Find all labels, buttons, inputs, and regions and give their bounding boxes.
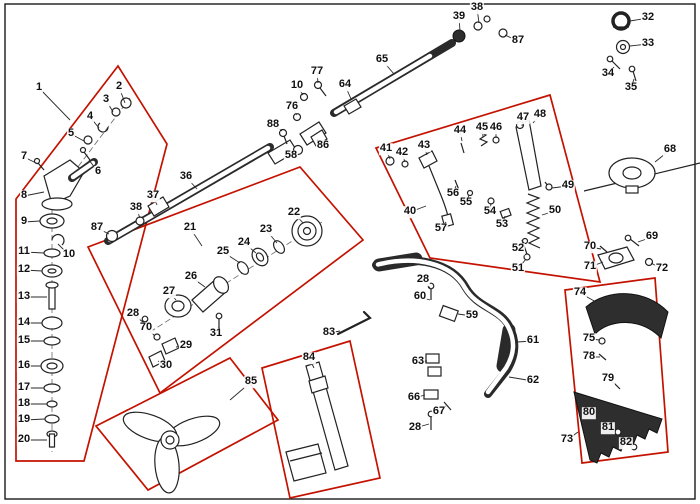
leader-line-87 (504, 34, 519, 42)
leader-line-75 (588, 338, 601, 341)
leader-line-28 (414, 423, 430, 429)
leader-line-50 (541, 210, 556, 216)
leader-line-33 (629, 43, 649, 47)
leader-line-3 (105, 99, 114, 113)
leader-line-87 (96, 227, 110, 235)
region-clutch-group (86, 165, 365, 395)
leader-line-69 (637, 236, 653, 243)
leader-line-60 (419, 296, 431, 301)
region-gear-head-group (15, 64, 168, 462)
leader-line-44 (459, 130, 463, 142)
leader-line-25 (222, 251, 241, 264)
leader-line-51 (517, 258, 527, 270)
leader-line-68 (654, 149, 671, 163)
leader-line-12 (23, 269, 43, 272)
region-blade-group (94, 356, 280, 492)
region-guard-group (564, 277, 669, 464)
page-border (4, 3, 696, 500)
tool-kit (285, 310, 372, 482)
leader-line-36 (185, 176, 198, 190)
leader-line-79 (607, 378, 616, 385)
leader-line-8 (23, 191, 45, 197)
leader-line-1 (38, 87, 71, 121)
region-throttle-group (374, 93, 602, 284)
leader-line-55 (465, 194, 470, 204)
leader-line-52 (517, 241, 525, 250)
leader-line-40 (409, 205, 427, 213)
region-tool-group (261, 339, 382, 500)
leader-line-24 (243, 242, 257, 254)
leader-line-11 (23, 251, 45, 254)
leader-line-61 (516, 340, 534, 343)
leader-line-38 (476, 7, 480, 24)
leader-line-23 (265, 229, 278, 244)
clutch-assembly (141, 215, 323, 368)
leader-line-88 (272, 124, 283, 132)
gear-head (33, 97, 132, 448)
leader-lines-layer (23, 7, 671, 448)
trimmer-head (583, 157, 700, 194)
leader-line-67 (438, 405, 447, 413)
leader-line-73 (566, 431, 579, 441)
leader-line-72 (650, 262, 663, 270)
leader-line-45 (481, 127, 484, 138)
leader-line-4 (89, 116, 100, 129)
leader-line-48 (532, 114, 541, 124)
leader-line-9 (23, 220, 41, 223)
leader-line-59 (457, 313, 473, 317)
handlebar-assembly (372, 252, 519, 430)
leader-line-42 (401, 152, 406, 163)
leader-line-43 (423, 145, 428, 156)
leader-line-49 (551, 185, 569, 189)
leader-line-35 (630, 78, 635, 89)
leader-line-39 (458, 16, 461, 32)
leader-line-66 (413, 394, 426, 399)
leader-line-26 (190, 276, 206, 288)
leader-line-32 (629, 17, 649, 22)
loop-handle-parts (606, 11, 637, 82)
leader-line-85 (229, 381, 252, 401)
leader-line-62 (508, 376, 534, 382)
leader-line-34 (607, 66, 615, 75)
group-outlines (15, 64, 669, 500)
leader-line-38 (135, 207, 141, 219)
leader-line-21 (189, 227, 203, 247)
leader-line-56 (452, 185, 457, 195)
leader-line-5 (70, 133, 85, 142)
leader-line-64 (344, 84, 352, 100)
leader-line-65 (381, 59, 395, 75)
shaft-clamp (597, 234, 654, 270)
throttle-cable-assembly (385, 119, 553, 261)
blade-guard (573, 293, 669, 464)
leader-line-19 (23, 418, 46, 421)
leader-line-74 (579, 292, 597, 303)
tri-blade (122, 411, 221, 494)
leader-line-31 (215, 326, 220, 335)
leader-line-10 (296, 85, 304, 96)
